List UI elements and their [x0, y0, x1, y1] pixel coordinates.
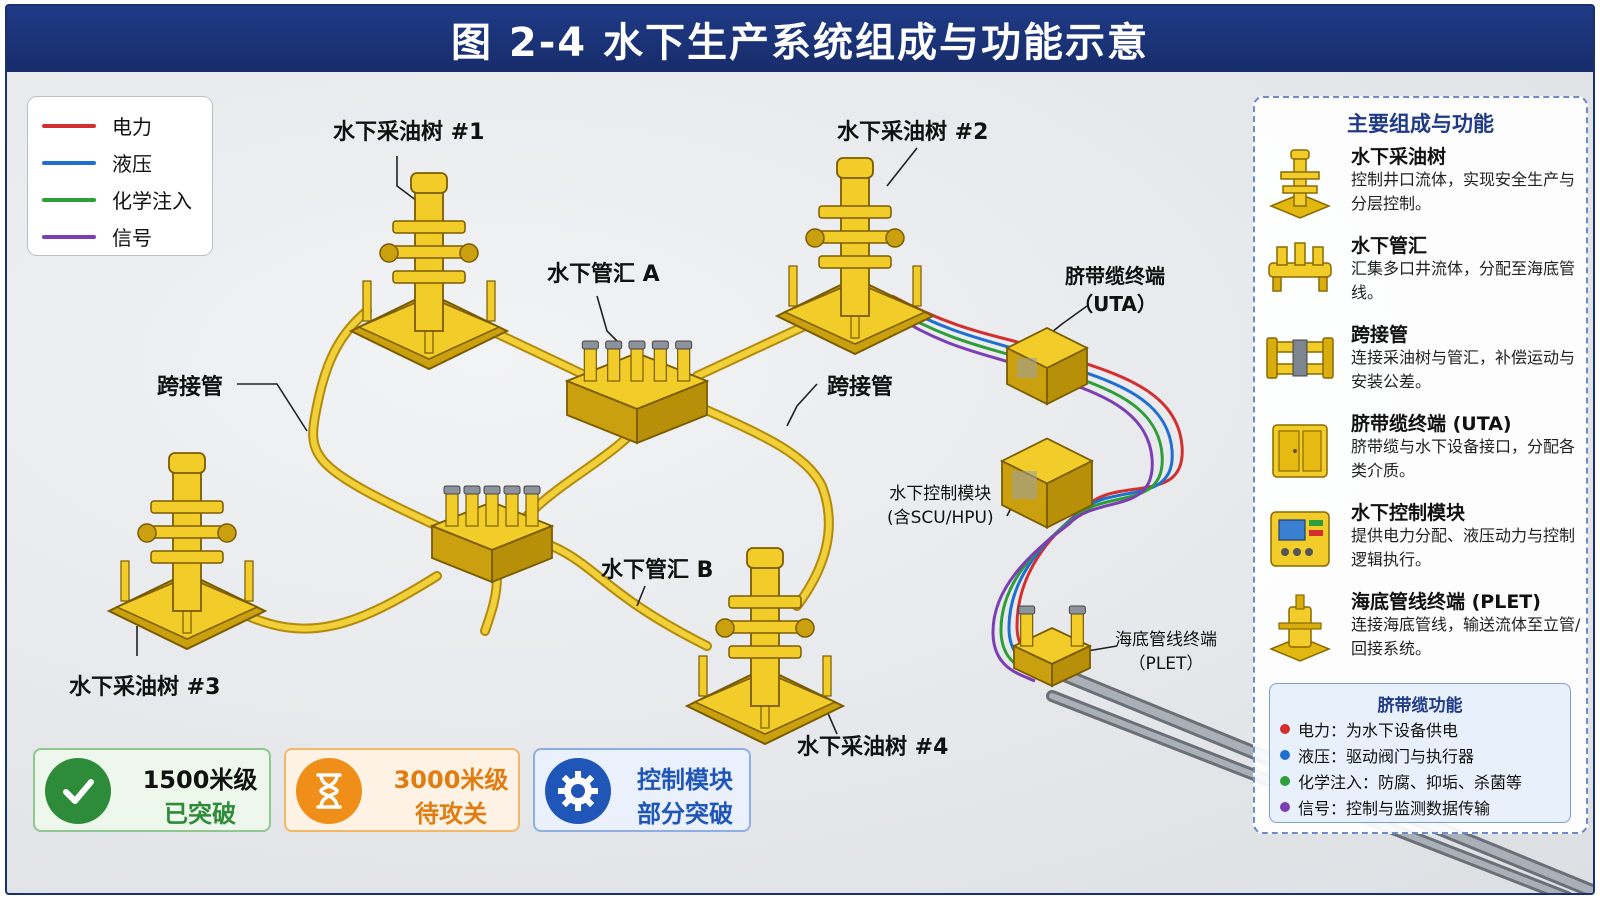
- label-tree-2: 水下采油树 #2: [837, 120, 989, 145]
- component-uta: 脐带缆终端 (UTA) 脐带缆与水下设备接口，分配各类介质。: [1263, 409, 1583, 495]
- label-tree-4: 水下采油树 #4: [797, 735, 949, 760]
- legend-label-signal: 信号: [112, 226, 152, 250]
- dot-signal: [1280, 802, 1290, 812]
- christmas-tree-3: [106, 452, 268, 651]
- gear-icon: [545, 758, 611, 824]
- components-panel: 主要组成与功能 水下采油树 控制井口流体，实现安全生产与分层控制。 水下管汇: [1253, 96, 1588, 834]
- label-plet-line1: 海底管线终端: [1115, 630, 1217, 650]
- component-plet: 海底管线终端 (PLET) 连接海底管线，输送流体至立管/回接系统。: [1263, 587, 1583, 673]
- badge-1500m: 1500米级 已突破: [33, 748, 271, 832]
- dot-chemical: [1280, 776, 1290, 786]
- component-manifold-desc: 汇集多口井流体，分配至海底管线。: [1351, 259, 1576, 302]
- component-control-module-desc: 提供电力分配、液压动力与控制逻辑执行。: [1351, 526, 1576, 569]
- umbilical-functions-title: 脐带缆功能: [1377, 696, 1463, 716]
- uta-module: [1004, 326, 1090, 406]
- legend-item-hydraulic: 液压: [42, 144, 198, 181]
- equipment: [106, 157, 1095, 746]
- component-plet-desc: 连接海底管线，输送流体至立管/回接系统。: [1351, 615, 1581, 658]
- legend-swatch-hydraulic: [42, 160, 96, 165]
- label-uta-line2: （UTA）: [1073, 292, 1157, 316]
- christmas-tree-4: [684, 547, 846, 746]
- badge-control-module-line1: 控制模块: [637, 766, 733, 794]
- christmas-tree-1: [348, 172, 510, 371]
- title-bar: 图 2-4 水下生产系统组成与功能示意: [7, 6, 1593, 72]
- legend-label-power: 电力: [112, 115, 152, 139]
- legend-swatch-signal: [42, 234, 96, 239]
- christmas-tree-icon: [1269, 149, 1331, 219]
- umbilical-row-power-text: 电力：为水下设备供电: [1298, 721, 1459, 740]
- umbilical-row-signal-text: 信号：控制与监测数据传输: [1298, 799, 1491, 818]
- uta-icon: [1272, 424, 1328, 478]
- umbilical-row-chemical-text: 化学注入：防腐、抑垢、杀菌等: [1298, 773, 1523, 792]
- component-jumper: 跨接管 连接采油树与管汇，补偿运动与安装公差。: [1263, 320, 1583, 406]
- label-tree-1: 水下采油树 #1: [333, 120, 485, 145]
- badge-3000m-line1: 3000米级: [393, 766, 509, 794]
- component-plet-name: 海底管线终端 (PLET): [1351, 591, 1541, 613]
- legend: 电力 液压 化学注入 信号: [27, 96, 213, 256]
- label-control-module-line2: (含SCU/HPU): [887, 508, 994, 528]
- manifold-icon: [1268, 242, 1332, 292]
- control-module-icon: [1270, 511, 1330, 567]
- label-plet-line2: （PLET）: [1128, 654, 1204, 674]
- label-jumper-right: 跨接管: [827, 375, 894, 400]
- legend-label-chemical: 化学注入: [112, 189, 192, 213]
- badge-control-module: 控制模块 部分突破: [533, 748, 751, 832]
- badge-3000m-line2: 待攻关: [415, 800, 487, 828]
- component-jumper-name: 跨接管: [1351, 324, 1409, 346]
- manifold-a: [564, 340, 710, 445]
- component-manifold: 水下管汇 汇集多口井流体，分配至海底管线。: [1263, 231, 1583, 317]
- dot-power: [1280, 724, 1290, 734]
- legend-swatch-power: [42, 123, 96, 128]
- component-tree-name: 水下采油树: [1351, 146, 1447, 168]
- christmas-tree-2: [774, 157, 936, 356]
- umbilical-row-power: 电力：为水下设备供电: [1270, 716, 1570, 742]
- plet-unit: [1011, 605, 1093, 688]
- label-plet: 海底管线终端 （PLET）: [1115, 628, 1217, 676]
- legend-item-chemical: 化学注入: [42, 181, 198, 218]
- jumper-icon: [1266, 337, 1334, 379]
- legend-label-hydraulic: 液压: [112, 152, 152, 176]
- page-title: 图 2-4 水下生产系统组成与功能示意: [450, 20, 1150, 66]
- checkmark-icon: [45, 758, 111, 824]
- control-module: [999, 437, 1095, 529]
- label-uta: 脐带缆终端 （UTA）: [1065, 262, 1165, 318]
- label-manifold-a: 水下管汇 A: [547, 262, 660, 287]
- component-control-module: 水下控制模块 提供电力分配、液压动力与控制逻辑执行。: [1263, 498, 1583, 584]
- label-control-module-line1: 水下控制模块: [889, 484, 992, 504]
- plet-icon: [1269, 594, 1331, 662]
- diagram-frame: 图 2-4 水下生产系统组成与功能示意 电力 液压 化学注入 信号 水下采油树 …: [5, 4, 1595, 895]
- component-jumper-desc: 连接采油树与管汇，补偿运动与安装公差。: [1351, 348, 1576, 391]
- manifold-b: [429, 485, 555, 584]
- badge-3000m: 3000米级 待攻关: [284, 748, 520, 832]
- component-tree-desc: 控制井口流体，实现安全生产与分层控制。: [1351, 170, 1576, 213]
- dot-hydraulic: [1280, 750, 1290, 760]
- component-tree: 水下采油树 控制井口流体，实现安全生产与分层控制。: [1263, 142, 1583, 228]
- badge-1500m-line1: 1500米级: [142, 766, 258, 794]
- legend-item-signal: 信号: [42, 218, 198, 255]
- component-manifold-name: 水下管汇: [1351, 235, 1428, 257]
- umbilical-row-hydraulic: 液压：驱动阀门与执行器: [1270, 742, 1570, 768]
- label-uta-line1: 脐带缆终端: [1065, 264, 1165, 288]
- umbilical-row-hydraulic-text: 液压：驱动阀门与执行器: [1298, 747, 1475, 766]
- label-manifold-b: 水下管汇 B: [601, 558, 714, 583]
- legend-item-power: 电力: [42, 107, 198, 144]
- umbilical-row-chemical: 化学注入：防腐、抑垢、杀菌等: [1270, 768, 1570, 794]
- umbilical-row-signal: 信号：控制与监测数据传输: [1270, 794, 1570, 820]
- legend-swatch-chemical: [42, 197, 96, 202]
- badge-control-module-line2: 部分突破: [637, 800, 733, 828]
- component-control-module-name: 水下控制模块: [1351, 502, 1466, 524]
- label-jumper-left: 跨接管: [157, 375, 224, 400]
- hourglass-icon: [296, 758, 362, 824]
- badge-1500m-line2: 已突破: [164, 800, 236, 828]
- label-control-module: 水下控制模块 (含SCU/HPU): [887, 482, 994, 530]
- component-uta-desc: 脐带缆与水下设备接口，分配各类介质。: [1351, 437, 1576, 480]
- label-tree-3: 水下采油树 #3: [69, 675, 221, 700]
- component-uta-name: 脐带缆终端 (UTA): [1351, 413, 1512, 435]
- flowlines: [232, 306, 842, 651]
- components-panel-title: 主要组成与功能: [1347, 112, 1494, 136]
- subsea-scene: [106, 147, 1593, 893]
- umbilical-functions-box: 脐带缆功能 电力：为水下设备供电 液压：驱动阀门与执行器 化学注入：防腐、抑垢、…: [1269, 683, 1571, 823]
